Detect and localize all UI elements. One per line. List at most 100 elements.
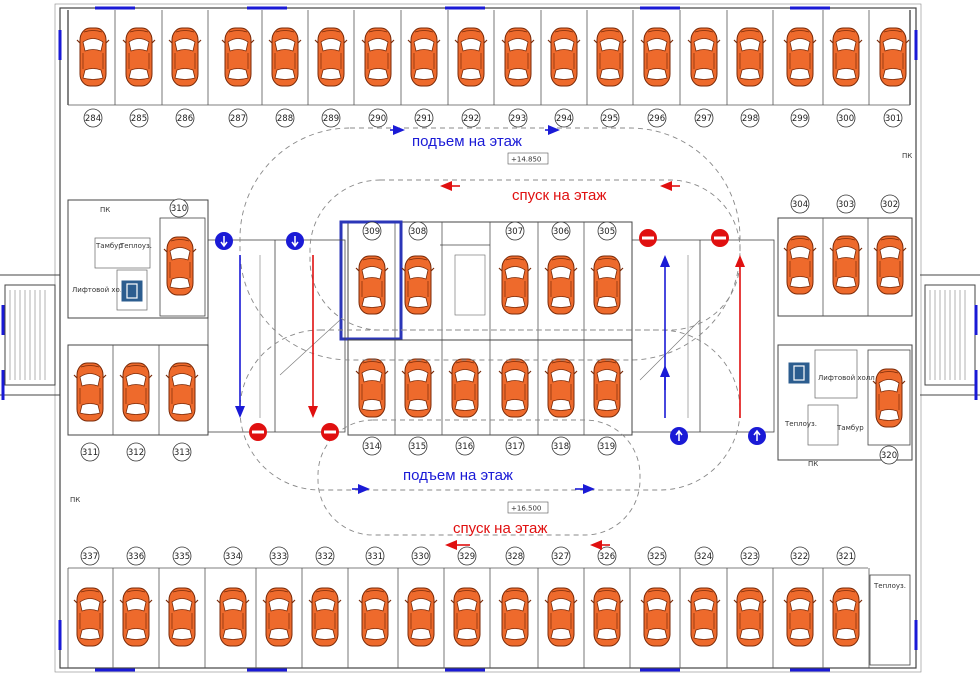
sign-arrow	[753, 429, 761, 441]
spot-number-text: 330	[413, 552, 429, 562]
car-icon	[73, 587, 107, 647]
car-mirrors	[454, 39, 488, 44]
car-icon	[355, 255, 389, 315]
spot-number: 325	[647, 546, 667, 566]
car-mirrors	[163, 248, 197, 253]
elevation-text: +14.850	[511, 156, 541, 164]
car-windshield	[125, 373, 147, 387]
spot-number: 327	[551, 546, 571, 566]
car-rear-window	[79, 403, 101, 415]
car-windshield	[596, 266, 618, 280]
car-icon	[876, 27, 910, 87]
car-icon	[262, 587, 296, 647]
car-icon	[544, 255, 578, 315]
spot-number-text: 311	[82, 448, 98, 458]
car-windshield	[507, 38, 529, 52]
car-icon	[73, 362, 107, 422]
car-hood-line	[269, 590, 289, 593]
spot-number-text: 301	[885, 114, 901, 124]
car-mirrors	[783, 39, 817, 44]
car-rear-window	[410, 628, 432, 640]
spot-number-text: 286	[177, 114, 193, 124]
tambur-label: Тамбур	[95, 242, 123, 250]
car-windshield	[504, 598, 526, 612]
car-windshield	[171, 598, 193, 612]
spot-number-text: 284	[85, 114, 101, 124]
car-rear-window	[314, 628, 336, 640]
car-icon	[119, 362, 153, 422]
spot-number-text: 333	[271, 552, 287, 562]
teplonode-label: Теплоуз.	[119, 242, 152, 250]
spot-number-circle	[836, 546, 856, 566]
spot-number-text: 299	[792, 114, 808, 124]
car-mirrors	[165, 599, 199, 604]
car-rear-window	[361, 296, 383, 308]
car-windshield	[407, 369, 429, 383]
car-rear-window	[835, 68, 857, 80]
spot-number: 312	[126, 442, 146, 462]
spot-number: 291	[414, 108, 434, 128]
car-rear-window	[739, 628, 761, 640]
spot-number-circle	[694, 546, 714, 566]
car-icon	[401, 358, 435, 418]
label-down-bottom: спуск на этаж	[453, 520, 548, 537]
spot-number-text: 319	[599, 442, 615, 452]
car-icon	[401, 255, 435, 315]
car-mirrors	[355, 267, 389, 272]
spot-number-text: 303	[838, 200, 854, 210]
car-rear-window	[174, 68, 196, 80]
spot-number-circle	[551, 221, 571, 241]
car-mirrors	[544, 370, 578, 375]
car-icon	[448, 358, 482, 418]
car-icon	[308, 587, 342, 647]
car-rear-window	[882, 68, 904, 80]
spot-number-circle	[129, 108, 149, 128]
car-rear-window	[454, 399, 476, 411]
car-windshield	[504, 369, 526, 383]
car-hood-line	[551, 590, 571, 593]
right-ramp	[631, 239, 775, 433]
spot-number-text: 287	[230, 114, 246, 124]
car-windshield	[125, 598, 147, 612]
car-hood-line	[600, 30, 620, 33]
car-rear-window	[413, 68, 435, 80]
spot-number: 318	[551, 436, 571, 456]
spot-number-text: 298	[742, 114, 758, 124]
ramp-arrow-up-head	[660, 365, 670, 377]
spot-number-circle	[315, 546, 335, 566]
spot-number-text: 315	[410, 442, 426, 452]
spot-number-text: 321	[838, 552, 854, 562]
car-windshield	[693, 38, 715, 52]
car-rear-window	[407, 296, 429, 308]
car-icon	[358, 587, 392, 647]
sign-arrow	[291, 236, 299, 248]
car-hood-line	[321, 30, 341, 33]
car-hood-line	[508, 30, 528, 33]
car-mirrors	[829, 247, 863, 252]
spot-number-circle	[551, 436, 571, 456]
car-windshield	[361, 369, 383, 383]
sign-bar	[714, 236, 726, 240]
car-mirrors	[361, 39, 395, 44]
spot-number-circle	[740, 108, 760, 128]
car-rear-window	[361, 399, 383, 411]
spot-number-circle	[126, 442, 146, 462]
ramp-arrow-up-head	[735, 255, 745, 267]
tambur-room	[94, 237, 151, 269]
spot-number-circle	[408, 221, 428, 241]
spot-number: 306	[551, 221, 571, 241]
flow-arrow-head	[590, 540, 602, 550]
car-hood-line	[879, 371, 899, 374]
car-rear-window	[125, 628, 147, 640]
spot-number: 321	[836, 546, 856, 566]
spot-number-circle	[172, 442, 192, 462]
car-mirrors	[401, 370, 435, 375]
car-windshield	[739, 38, 761, 52]
car-rear-window	[128, 68, 150, 80]
car-hood-line	[414, 30, 434, 33]
car-icon	[590, 255, 624, 315]
car-icon	[168, 27, 202, 87]
car-icon	[407, 27, 441, 87]
spot-number: 289	[321, 108, 341, 128]
